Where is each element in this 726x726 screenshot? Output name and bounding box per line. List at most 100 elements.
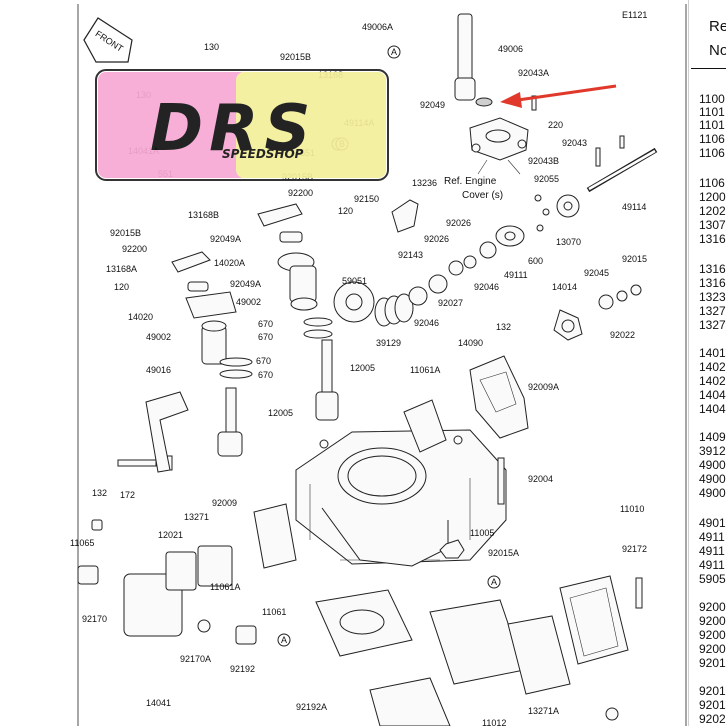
parts-list-code: 1101: [699, 105, 725, 119]
part-label: 92049A: [210, 234, 241, 244]
part-label: 92004: [528, 474, 553, 484]
parts-list-code: 9201: [699, 656, 726, 670]
part-label: 12021: [158, 530, 183, 540]
parts-list-code: 1402: [699, 374, 726, 388]
part-label: 49114: [622, 202, 646, 212]
lever-49016: [145, 391, 189, 473]
part-label: 120: [338, 206, 353, 216]
part-label: 132: [496, 322, 511, 332]
part-label: 120: [114, 282, 129, 292]
part-label: 12005: [268, 408, 293, 418]
parts-list-code: 5905: [699, 572, 726, 586]
washer-stack: [408, 194, 550, 306]
parts-list-header-ref: Re: [709, 18, 726, 35]
part-label: 600: [528, 256, 543, 266]
part-label: 13168A: [106, 264, 137, 274]
exhaust-cover-14090: [469, 355, 529, 439]
parts-list-rule: [691, 68, 726, 69]
parts-list-code: 4911: [699, 530, 725, 544]
part-label: 13236: [412, 178, 437, 188]
part-label: 92200: [122, 244, 147, 254]
linkage-13168b: [257, 203, 303, 227]
parts-list-code: 4911: [699, 544, 725, 558]
intake-manifold-group: [77, 519, 257, 645]
part-label: 92046: [414, 318, 439, 328]
part-label: 92022: [610, 330, 635, 340]
part-label: 11065: [70, 538, 94, 548]
part-label: 670: [256, 356, 271, 366]
parts-list-code: 4900: [699, 458, 726, 472]
part-label: 11005: [470, 528, 494, 538]
part-label: 49006A: [362, 22, 393, 32]
part-label: 130: [204, 42, 219, 52]
parts-list-code: 1100: [699, 92, 725, 106]
parts-list-code: 1327: [699, 318, 726, 332]
parts-list-code: 1404: [699, 402, 726, 416]
part-label: 13271A: [528, 706, 559, 716]
parts-list-code: 1316: [699, 262, 726, 276]
parts-list-code: 1327: [699, 304, 726, 318]
parts-list-code: 9200: [699, 600, 726, 614]
part-label: 92055: [534, 174, 559, 184]
reed-valve-box-11010: [369, 575, 643, 726]
parts-list-code: 4911: [699, 558, 725, 572]
watermark-text: DRS: [150, 92, 317, 166]
highlight-arrow-icon: [500, 84, 617, 108]
part-label: 11061A: [410, 365, 440, 375]
part-label: 11061: [262, 607, 286, 617]
part-label: 92009A: [528, 382, 559, 392]
parts-list-code: 1404: [699, 388, 726, 402]
part-label: 92045: [584, 268, 609, 278]
part-label: 220: [548, 120, 563, 130]
gasket-11061a: [403, 399, 447, 453]
parts-list-code: 4901: [699, 516, 726, 530]
part-label: 92143: [398, 250, 423, 260]
governor-gear-59051: [333, 281, 375, 323]
svg-text:A: A: [391, 47, 397, 57]
part-label: 92043B: [528, 156, 559, 166]
parts-list-code: 1106: [699, 176, 725, 190]
parts-list-code: 4900: [699, 486, 726, 500]
exhaust-valve-12005: [217, 339, 339, 457]
parts-list-code: 9200: [699, 614, 726, 628]
bracket-13236: [391, 199, 419, 233]
part-label: 39129: [376, 338, 401, 348]
parts-list-code: 9202: [699, 712, 726, 726]
ref-engine-cover-line1: Ref. Engine: [444, 176, 497, 187]
part-label: 92015: [622, 254, 647, 264]
part-label: 49006: [498, 44, 523, 54]
part-label: 92043A: [518, 68, 549, 78]
parts-list-code: 4900: [699, 472, 726, 486]
part-label: 13271: [184, 512, 209, 522]
part-label: 132: [92, 488, 107, 498]
part-label: 14041: [146, 698, 171, 708]
part-label: 49016: [146, 365, 171, 375]
part-label: 14014: [552, 282, 577, 292]
part-label: 92015A: [488, 548, 519, 558]
parts-list-code: 1307: [699, 218, 726, 232]
part-label: 12005: [350, 363, 375, 373]
spring-39129: [374, 293, 414, 327]
part-label: 92015B: [110, 228, 141, 238]
parts-list-code: 1402: [699, 360, 726, 374]
part-label: 92049A: [230, 279, 261, 289]
callout-marker: A: [487, 575, 501, 589]
part-label: 14020: [128, 312, 153, 322]
ref-engine-cover-line2: Cover (s): [462, 190, 503, 201]
part-label: 14020A: [214, 258, 245, 268]
parts-list-panel: Re No 1100110111011106110611061200120213…: [688, 0, 726, 726]
part-labels: 49006A13092015B131684900692043A130920492…: [70, 22, 647, 726]
part-label: 172: [120, 490, 135, 500]
parts-list-code: 1202: [699, 204, 726, 218]
watermark-subtext: SPEEDSHOP: [222, 147, 304, 161]
stud-172: [117, 459, 157, 467]
drs-speedshop-watermark-logo: DRS SPEEDSHOP: [95, 69, 389, 181]
cylinder-block-11005: [295, 429, 507, 567]
parts-list-header-no: No: [709, 42, 726, 59]
part-label: 92009: [212, 498, 237, 508]
part-label: 92172: [622, 544, 647, 554]
callout-marker: A: [387, 45, 401, 59]
part-label: 49111: [504, 270, 528, 280]
part-label: 670: [258, 319, 273, 329]
